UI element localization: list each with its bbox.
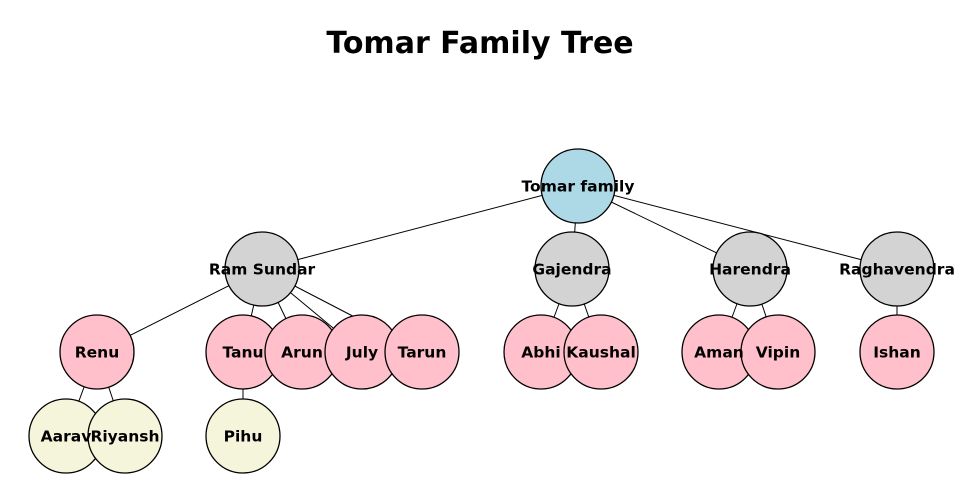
- node-label-riyansh: Riyansh: [90, 427, 159, 445]
- node-ishan: [859, 314, 935, 390]
- node-tomar-family: [540, 148, 616, 224]
- node-label-arun: Arun: [281, 343, 323, 361]
- page-title: Tomar Family Tree: [326, 26, 634, 61]
- node-label-renu: Renu: [75, 343, 120, 361]
- node-label-gajendra: Gajendra: [532, 260, 611, 278]
- node-label-harendra: Harendra: [709, 260, 791, 278]
- node-ram-sundar: [224, 231, 300, 307]
- node-label-pihu: Pihu: [224, 427, 263, 445]
- node-label-ram-sundar: Ram Sundar: [209, 260, 316, 278]
- node-label-kaushal: Kaushal: [566, 343, 636, 361]
- node-riyansh: [87, 398, 163, 474]
- node-label-raghavendra: Raghavendra: [839, 260, 955, 278]
- node-kaushal: [563, 314, 639, 390]
- node-label-aman: Aman: [694, 343, 744, 361]
- node-label-tanu: Tanu: [222, 343, 263, 361]
- node-harendra: [712, 231, 788, 307]
- node-label-abhi: Abhi: [521, 343, 560, 361]
- node-label-aarav: Aarav: [41, 427, 92, 445]
- edge-tomar-family--ram-sundar: [261, 185, 579, 270]
- node-pihu: [205, 398, 281, 474]
- node-label-tarun: Tarun: [398, 343, 447, 361]
- node-label-ishan: Ishan: [873, 343, 921, 361]
- node-gajendra: [534, 231, 610, 307]
- node-tarun: [384, 314, 460, 390]
- node-label-tomar-family: Tomar family: [522, 177, 635, 195]
- node-label-july: July: [345, 343, 378, 361]
- edge-tomar-family--raghavendra: [577, 185, 898, 270]
- node-label-vipin: Vipin: [756, 343, 800, 361]
- node-renu: [59, 314, 135, 390]
- node-vipin: [740, 314, 816, 390]
- node-raghavendra: [859, 231, 935, 307]
